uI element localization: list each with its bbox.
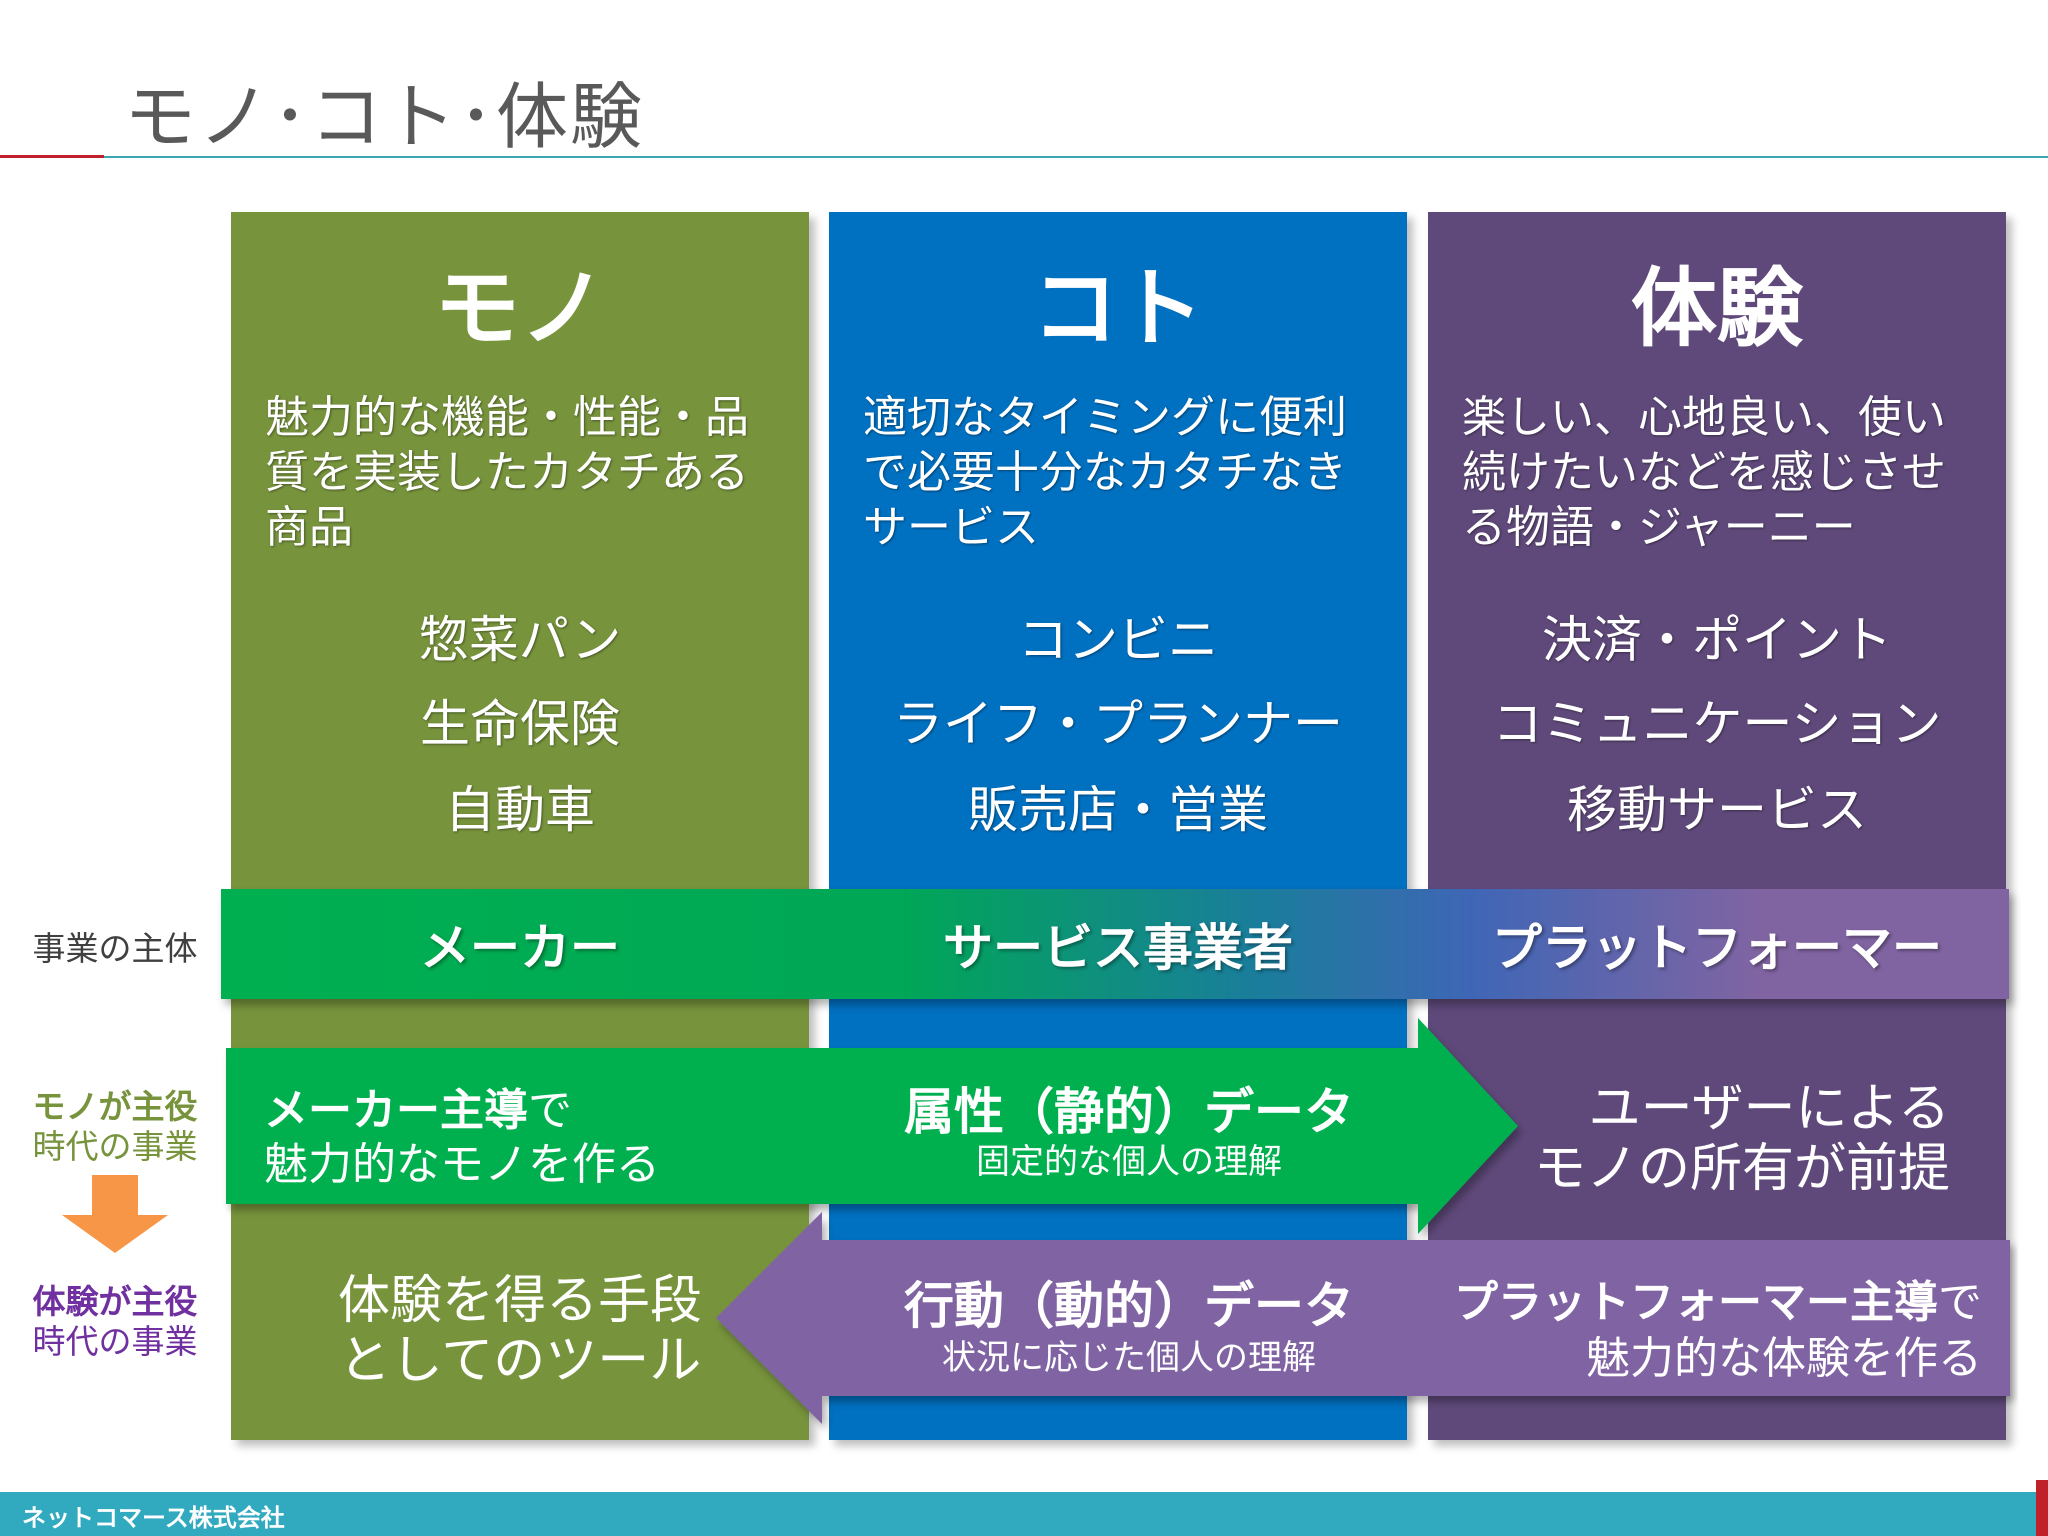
platform-led-suffix: で xyxy=(1938,1277,1982,1328)
actor-platformer: プラットフォーマー xyxy=(1492,919,1942,977)
mono-arrow-left-line2: 魅力的なモノを作る xyxy=(264,1139,660,1190)
example-item: 決済・ポイント xyxy=(1542,611,1892,669)
user-ownership-line1: ユーザーによる xyxy=(1588,1079,1950,1139)
example-item: ライフ・プランナー xyxy=(893,695,1343,753)
maker-led-emphasis: メーカー主導 xyxy=(264,1085,528,1136)
example-item: コンビニ xyxy=(1018,611,1218,669)
company-name: ネットコマース株式会社 xyxy=(22,1504,285,1532)
actor-maker: メーカー xyxy=(420,919,620,977)
example-item: コミュニケーション xyxy=(1492,695,1942,753)
column-mono: モノ 魅力的な機能・性能・品質を実装したカタチある商品 惣菜パン 生命保険 自動… xyxy=(231,212,809,1440)
user-ownership-line2: モノの所有が前提 xyxy=(1533,1139,1950,1199)
static-data-title: 属性（静的）データ xyxy=(904,1083,1354,1141)
tool-means-line1: 体験を得る手段 xyxy=(337,1271,702,1331)
column-experience: 体験 楽しい、心地良い、使い続けたいなどを感じさせる物語・ジャーニー 決済・ポイ… xyxy=(1428,212,2006,1440)
experience-era-label: 体験が主役 xyxy=(32,1282,198,1321)
mono-era-label: モノが主役 xyxy=(32,1087,198,1126)
example-item: 生命保険 xyxy=(420,695,620,753)
example-item: 販売店・営業 xyxy=(968,781,1268,839)
platform-led-line1: プラットフォーマー主導で xyxy=(1420,1266,1982,1330)
footer-bar xyxy=(0,1492,2048,1536)
mono-era-arrow xyxy=(226,1018,1518,1234)
actor-service-provider: サービス事業者 xyxy=(943,919,1293,977)
static-data-subtitle: 固定的な個人の理解 xyxy=(976,1142,1282,1182)
column-description: 適切なタイミングに便利で必要十分なカタチなきサービス xyxy=(863,392,1347,553)
column-title: 体験 xyxy=(1631,259,1803,359)
mono-era-sublabel: 時代の事業 xyxy=(32,1127,198,1166)
experience-era-sublabel: 時代の事業 xyxy=(32,1322,198,1361)
column-koto: コト 適切なタイミングに便利で必要十分なカタチなきサービス コンビニ ライフ・プ… xyxy=(829,212,1407,1440)
tool-means-line2: としてのツール xyxy=(338,1331,702,1391)
actor-band xyxy=(221,889,2009,999)
slide-title: モノ･コト･体験 xyxy=(124,75,645,159)
example-item: 自動車 xyxy=(445,781,595,839)
column-title: コト xyxy=(1032,259,1204,359)
footer-accent xyxy=(2036,1480,2048,1536)
example-item: 惣菜パン xyxy=(418,611,622,669)
dynamic-data-title: 行動（動的）データ xyxy=(904,1277,1354,1335)
actor-row-label: 事業の主体 xyxy=(32,929,198,968)
experience-era-arrow xyxy=(716,1212,2010,1424)
dynamic-data-subtitle: 状況に応じた個人の理解 xyxy=(942,1338,1316,1378)
transition-down-arrow-icon xyxy=(62,1175,168,1253)
column-title: モノ xyxy=(434,259,606,359)
example-item: 移動サービス xyxy=(1567,781,1867,839)
platform-led-line2: 魅力的な体験を作る xyxy=(1586,1333,1982,1384)
column-description: 魅力的な機能・性能・品質を実装したカタチある商品 xyxy=(265,392,749,553)
platform-led-emphasis: プラットフォーマー主導 xyxy=(1454,1277,1938,1328)
title-rule-accent xyxy=(0,155,104,158)
maker-led-suffix: で xyxy=(528,1085,572,1136)
column-description: 楽しい、心地良い、使い続けたいなどを感じさせる物語・ジャーニー xyxy=(1462,392,1946,553)
mono-arrow-left-line1: メーカー主導で xyxy=(264,1074,572,1138)
title-rule xyxy=(104,156,2048,158)
